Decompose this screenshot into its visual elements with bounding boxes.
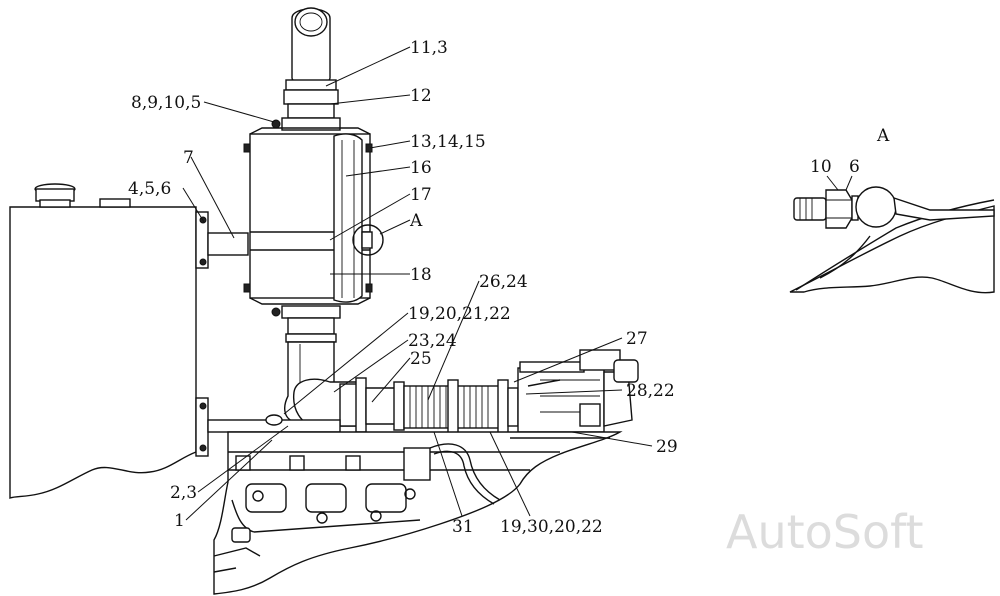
callout-18: 18 [410, 265, 432, 285]
callout-25: 25 [410, 349, 432, 369]
detail-a-labels: A 10 6 [810, 126, 890, 177]
callout-17: 17 [410, 185, 432, 205]
air-filter-housing [243, 127, 384, 305]
callout-19-30-20-22: 19,30,20,22 [500, 517, 603, 537]
callout-19-20-21-22: 19,20,21,22 [408, 304, 511, 324]
callout-29: 29 [656, 437, 678, 457]
callout-a: A [409, 211, 423, 231]
detail-callout-6: 6 [849, 157, 860, 177]
detail-view-a [789, 175, 995, 294]
callout-7: 7 [183, 148, 194, 168]
detail-a-title: A [876, 126, 890, 146]
compressor-unit [517, 349, 639, 433]
callout-16: 16 [410, 158, 432, 178]
tank-tube [207, 414, 341, 433]
intake-duct [339, 377, 519, 435]
engine-block [213, 431, 623, 595]
leader-lines [182, 46, 653, 521]
tank-body [9, 183, 249, 499]
callout-4-5-6: 4,5,6 [128, 179, 171, 199]
callout-11-3: 11,3 [410, 38, 448, 58]
air-filter-cap [271, 7, 341, 131]
callout-28-22: 28,22 [626, 381, 675, 401]
callout-2-3: 2,3 [170, 483, 197, 503]
callout-8-9-10-5: 8,9,10,5 [131, 93, 201, 113]
callout-27: 27 [626, 329, 648, 349]
callout-23-24: 23,24 [408, 331, 457, 351]
callout-13-14-15: 13,14,15 [410, 132, 486, 152]
callout-26-24: 26,24 [479, 272, 528, 292]
callout-labels: 11,3 12 8,9,10,5 13,14,15 7 16 4,5,6 17 … [128, 38, 678, 537]
callout-12: 12 [410, 86, 432, 106]
watermark: AutoSoft [726, 505, 924, 559]
callout-1: 1 [174, 511, 185, 531]
callout-31: 31 [452, 517, 474, 537]
detail-callout-10: 10 [810, 157, 832, 177]
